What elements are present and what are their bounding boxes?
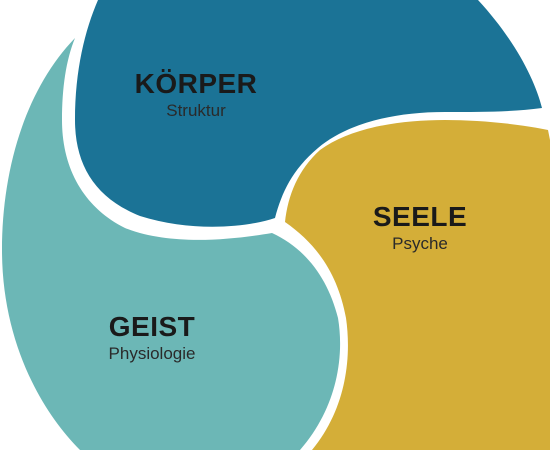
seele-label: SEELE Psyche	[373, 201, 467, 255]
koerper-label: KÖRPER Struktur	[135, 68, 258, 122]
koerper-title: KÖRPER	[134, 68, 258, 99]
geist-label: GEIST Physiologie	[109, 311, 196, 365]
geist-subtitle: Physiologie	[108, 344, 196, 363]
segment-geist	[2, 38, 341, 450]
geist-title: GEIST	[108, 311, 196, 342]
seele-title: SEELE	[372, 201, 468, 232]
koerper-subtitle: Struktur	[166, 101, 226, 120]
seele-subtitle: Psyche	[392, 234, 448, 253]
segment-koerper	[75, 0, 542, 227]
segment-seele	[285, 120, 550, 450]
